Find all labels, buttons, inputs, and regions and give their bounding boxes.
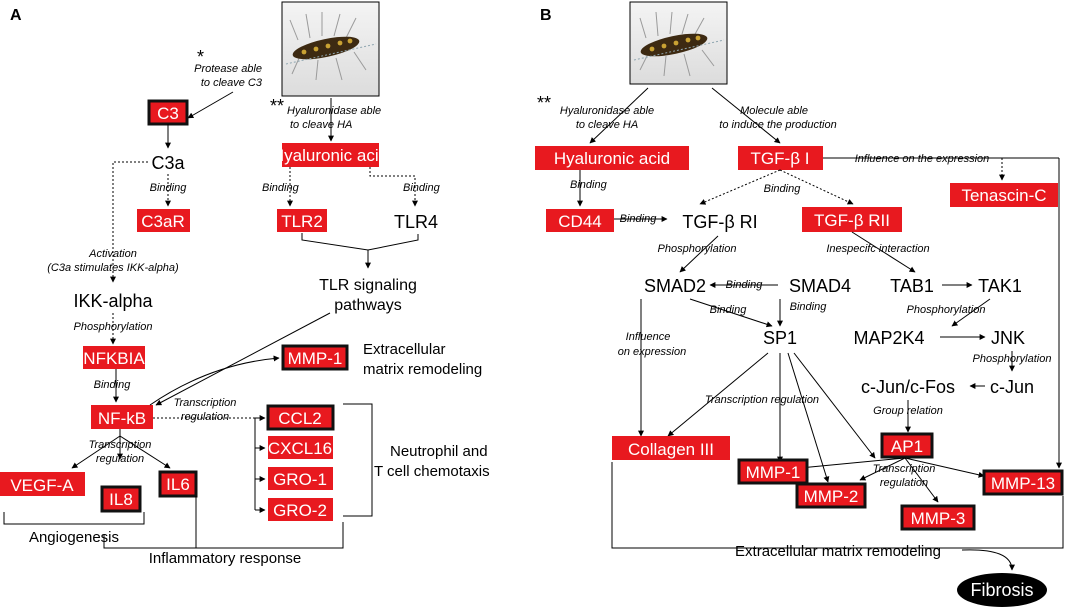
label-chemotaxis-1: Neutrophil and: [390, 443, 488, 460]
node-il8: IL8: [109, 490, 133, 509]
label-influence-2: on expression: [618, 346, 687, 358]
label-phosphorylation-a: Phosphorylation: [74, 321, 153, 333]
label-binding-tgf: Binding: [764, 183, 802, 195]
label-binding-nfkbia: Binding: [94, 379, 132, 391]
label-ecm-b: Extracellular matrix remodeling: [735, 543, 941, 560]
node-gro-2: GRO-2: [273, 501, 327, 520]
label-activation-2: (C3a stimulates IKK-alpha): [47, 262, 179, 274]
asterisk-protease: *: [197, 47, 204, 67]
label-binding-sp1a: Binding: [710, 304, 748, 316]
label-molecule-1: Molecule able: [740, 105, 808, 117]
panel-a-label: A: [10, 7, 22, 24]
label-protease-1: Protease able: [194, 63, 262, 75]
node-cd44: CD44: [558, 212, 601, 231]
node-fibrosis: Fibrosis: [970, 580, 1033, 600]
node-collagen-iii: Collagen III: [628, 440, 714, 459]
label-phosphorylation-b: Phosphorylation: [658, 243, 737, 255]
node-tlr-pathways-2: pathways: [334, 297, 402, 314]
label-hyaluronidase-a-1: Hyaluronidase able: [287, 105, 381, 117]
node-smad2: SMAD2: [644, 276, 706, 296]
node-nf-kb: NF-kB: [98, 409, 146, 428]
label-hyaluronidase-b-2: to cleave HA: [576, 119, 638, 131]
node-hyaluronic-acid-a: Hyaluronic acid: [272, 146, 388, 165]
label-binding-cd44: Binding: [620, 213, 658, 225]
label-protease-2: to cleave C3: [201, 77, 263, 89]
node-ikk-alpha: IKK-alpha: [73, 291, 153, 311]
node-mmp-13: MMP-13: [991, 474, 1055, 493]
node-mmp-1-b: MMP-1: [746, 463, 801, 482]
node-tgf-beta-r2: TGF-β RII: [814, 211, 890, 230]
label-binding-smad: Binding: [726, 279, 764, 291]
label-binding-tlr4: Binding: [403, 182, 441, 194]
label-inespecific: Inespecifc interaction: [826, 243, 929, 255]
node-tenascin-c: Tenascin-C: [961, 186, 1046, 205]
label-binding-sp1b: Binding: [790, 301, 828, 313]
node-nfkbia: NFKBIA: [83, 349, 145, 368]
node-mmp-2: MMP-2: [804, 487, 859, 506]
label-treg-nfkb-1: Transcription: [174, 397, 237, 409]
label-influence-expression: Influence on the expression: [855, 153, 990, 165]
label-treg-nfkb-2: regulation: [181, 411, 229, 423]
node-ccl2: CCL2: [278, 409, 321, 428]
node-smad4: SMAD4: [789, 276, 851, 296]
node-tak1: TAK1: [978, 276, 1022, 296]
caterpillar-photo-a: [281, 1, 380, 97]
label-ecm-a-2: matrix remodeling: [363, 361, 482, 378]
node-mmp-3: MMP-3: [911, 509, 966, 528]
label-treg-b: Transcription regulation: [705, 394, 819, 406]
node-tlr2: TLR2: [281, 212, 323, 231]
panel-b-label: B: [540, 7, 552, 24]
label-group-relation: Group relation: [873, 405, 943, 417]
node-mmp-1-a: MMP-1: [288, 349, 343, 368]
node-sp1: SP1: [763, 328, 797, 348]
node-vegf-a: VEGF-A: [10, 476, 74, 495]
node-cjun-cfos: c-Jun/c-Fos: [861, 377, 955, 397]
label-binding-c3a: Binding: [150, 182, 188, 194]
label-treg-ap1-1: Transcription: [873, 463, 936, 475]
node-tgf-beta-r1: TGF-β RI: [682, 212, 757, 232]
label-binding-ha-b: Binding: [570, 179, 608, 191]
node-ap1: AP1: [891, 437, 923, 456]
node-map2k4: MAP2K4: [853, 328, 924, 348]
label-binding-tlr2: Binding: [262, 182, 300, 194]
label-hyaluronidase-a-2: to cleave HA: [290, 119, 352, 131]
node-tab1: TAB1: [890, 276, 934, 296]
caterpillar-photo-b: [629, 1, 728, 85]
node-c3: C3: [157, 104, 179, 123]
label-molecule-2: to induce the production: [719, 119, 836, 131]
label-treg-down-1: Transcription: [89, 439, 152, 451]
node-hyaluronic-acid-b: Hyaluronic acid: [554, 149, 670, 168]
node-il6: IL6: [166, 475, 190, 494]
label-phos-tak: Phosphorylation: [907, 304, 986, 316]
label-hyaluronidase-b-1: Hyaluronidase able: [560, 105, 654, 117]
label-treg-ap1-2: regulation: [880, 477, 928, 489]
asterisk-hyaluronidase-b: **: [537, 93, 551, 113]
node-c3a: C3a: [151, 153, 185, 173]
node-gro-1: GRO-1: [273, 470, 327, 489]
node-tgf-beta-1: TGF-β I: [751, 149, 810, 168]
asterisk-hyaluronidase-a: **: [270, 96, 284, 116]
node-tlr-pathways-1: TLR signaling: [319, 277, 417, 294]
node-cjun: c-Jun: [990, 377, 1034, 397]
node-jnk: JNK: [991, 328, 1025, 348]
label-chemotaxis-2: T cell chemotaxis: [374, 463, 490, 480]
label-inflammatory-response: Inflammatory response: [149, 550, 302, 567]
label-influence-1: Influence: [626, 331, 671, 343]
label-ecm-a-1: Extracellular: [363, 341, 446, 358]
node-tlr4: TLR4: [394, 212, 438, 232]
node-cxcl16: CXCL16: [268, 439, 332, 458]
label-treg-down-2: regulation: [96, 453, 144, 465]
label-phos-jnk: Phosphorylation: [973, 353, 1052, 365]
label-angiogenesis: Angiogenesis: [29, 529, 119, 546]
label-activation-1: Activation: [88, 248, 137, 260]
node-c3ar: C3aR: [141, 212, 184, 231]
